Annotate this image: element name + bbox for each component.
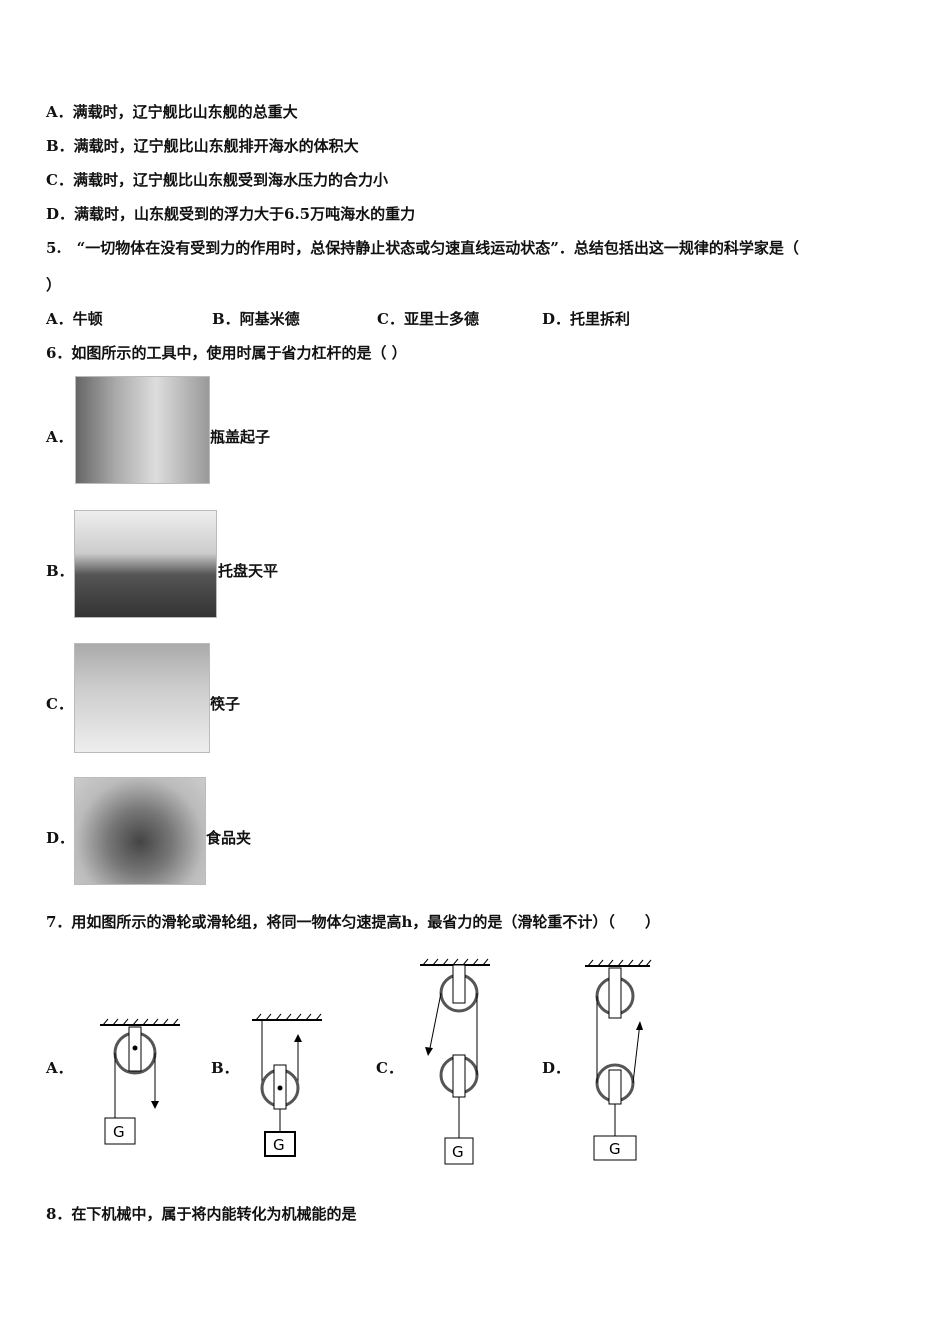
weight-label: G	[273, 1136, 285, 1154]
q7-stem: 7．用如图所示的滑轮或滑轮组，将同一物体匀速提高h，最省力的是（滑轮重不计）（ …	[46, 913, 660, 931]
q4-option-a: A．满载时，辽宁舰比山东舰的总重大	[46, 103, 298, 121]
q6-letter-c: C．	[46, 695, 73, 713]
food-tongs-photo	[74, 777, 206, 885]
q5-stem: 5. “一切物体在没有受到力的作用时，总保持静止状态或匀速直线运动状态”．总结包…	[46, 239, 799, 257]
pulley-block-c-diagram: G	[420, 958, 490, 1165]
q6-caption-d: 食品夹	[206, 829, 252, 847]
q6-letter-a: A．	[46, 428, 73, 446]
q7-letter-a: A．	[46, 1059, 73, 1077]
weight-label: G	[113, 1123, 125, 1141]
q4-option-c: C．满载时，辽宁舰比山东舰受到海水压力的合力小	[46, 171, 388, 189]
q5-option-a: A．牛顿	[46, 310, 103, 328]
fixed-pulley-diagram: G	[100, 1018, 180, 1145]
q6-letter-b: B．	[46, 562, 74, 580]
weight-label: G	[452, 1143, 464, 1161]
q4-option-d: D．满载时，山东舰受到的浮力大于6.5万吨海水的重力	[46, 205, 416, 223]
balance-scale-photo	[74, 510, 217, 618]
pulley-block-d-diagram: G	[585, 959, 652, 1161]
q7-letter-b: B．	[211, 1059, 239, 1077]
q5-stem-end: ）	[46, 276, 62, 294]
bottle-opener-photo	[75, 376, 210, 484]
q6-stem: 6．如图所示的工具中，使用时属于省力杠杆的是（ ）	[46, 344, 407, 362]
q5-option-d: D．托里拆利	[542, 310, 631, 328]
q8-stem: 8．在下机械中，属于将内能转化为机械能的是	[46, 1205, 357, 1223]
movable-pulley-diagram: G	[252, 1013, 322, 1157]
weight-label: G	[609, 1140, 621, 1158]
q5-option-c: C．亚里士多德	[377, 310, 479, 328]
q7-letter-d: D．	[542, 1059, 571, 1077]
q7-letter-c: C．	[376, 1059, 403, 1077]
q6-caption-b: 托盘天平	[218, 562, 279, 580]
q5-option-b: B．阿基米德	[212, 310, 300, 328]
q4-option-b: B．满载时，辽宁舰比山东舰排开海水的体积大	[46, 137, 359, 155]
chopsticks-photo	[74, 643, 210, 753]
q6-caption-a: 瓶盖起子	[210, 428, 271, 446]
q6-letter-d: D．	[46, 829, 75, 847]
q6-caption-c: 筷子	[210, 695, 241, 713]
